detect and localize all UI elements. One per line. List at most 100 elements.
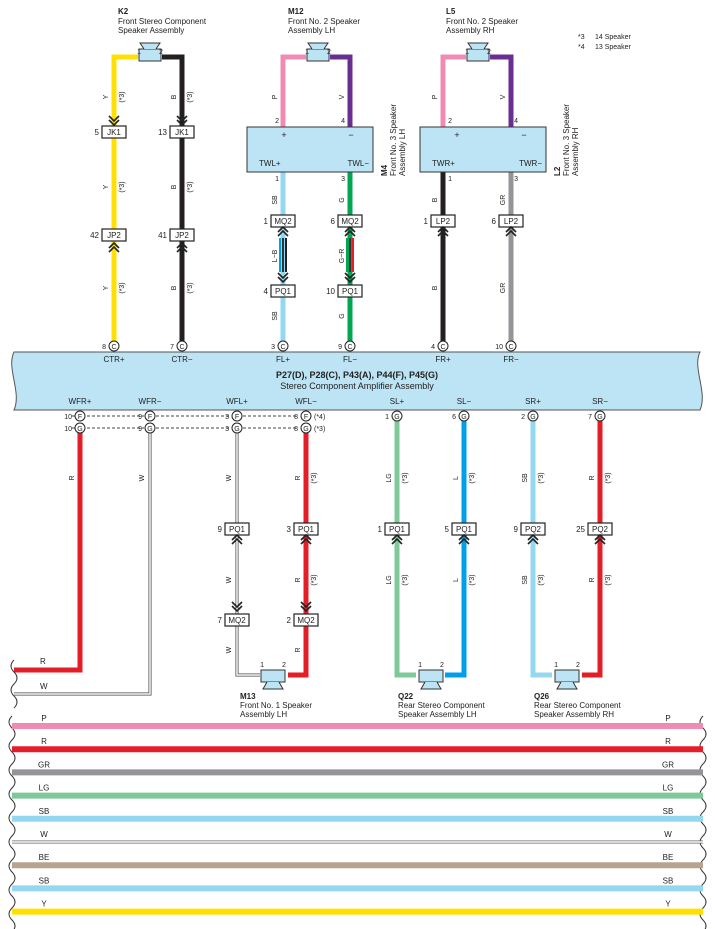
connector-pin: 1 xyxy=(424,217,429,226)
cable-label-left: SB xyxy=(39,876,50,885)
chevron-up xyxy=(108,241,120,253)
connector-name: JP2 xyxy=(175,231,189,240)
speaker-name: Front No. 1 Speaker xyxy=(240,701,312,710)
amplifier-pin-num: 7 xyxy=(588,414,592,421)
speaker-name: Front No. 2 Speaker xyxy=(446,17,518,26)
amplifier-pin-conn: F xyxy=(304,414,308,421)
connector-name: JK1 xyxy=(175,128,189,137)
chevron-down xyxy=(344,272,356,284)
speaker-pin-1: 1 xyxy=(465,49,469,56)
cable-label-left: Y xyxy=(41,900,47,909)
wire-color-label: L xyxy=(453,476,460,480)
connector-name: PQ1 xyxy=(275,287,292,296)
chevron-up xyxy=(527,533,539,545)
amplifier-pin xyxy=(231,422,243,434)
connector-pq2_a: PQ2 9 xyxy=(514,522,546,536)
speaker-pin-1: 1 xyxy=(418,662,422,669)
wire-color-label: R xyxy=(295,577,302,582)
wire-sr-sb xyxy=(530,418,552,678)
amplifier-pin-conn: G xyxy=(147,426,152,433)
chevron-up xyxy=(231,533,243,545)
speaker-name: Speaker Assembly LH xyxy=(398,710,477,719)
wire-sr-r xyxy=(582,418,603,678)
wave-break-left xyxy=(8,715,16,929)
connector-pin: 41 xyxy=(158,231,167,240)
cable-label-right: R xyxy=(665,737,671,746)
amplifier-pin-label: WFL+ xyxy=(226,397,248,406)
amplifier-pin-conn: F xyxy=(235,414,239,421)
component-code: L2 xyxy=(553,166,562,176)
chevron-up xyxy=(300,533,312,545)
connector-mq2_d-box xyxy=(293,613,319,627)
speaker-pin-2: 2 xyxy=(282,662,286,669)
wire-color-label: SB xyxy=(522,575,529,585)
wire-color-label: R xyxy=(295,647,302,652)
amplifier-pin-num: 3 xyxy=(225,414,229,421)
wire-color-label: SB xyxy=(272,311,279,321)
speaker-pin-2: 2 xyxy=(327,49,331,56)
wire-color-label: V xyxy=(339,94,346,99)
amplifier-pin xyxy=(527,410,539,422)
connector-name: PQ1 xyxy=(229,525,246,534)
connector-name: PQ2 xyxy=(525,525,542,534)
speaker-code: M12 xyxy=(288,7,304,16)
amplifier-pin-conn: G xyxy=(394,414,399,421)
speaker-q26-body xyxy=(554,669,580,683)
terminal-label: TWL+ xyxy=(259,159,281,168)
pin-note: (*3) xyxy=(314,426,325,433)
amplifier-pin xyxy=(391,410,403,422)
legend-text: 13 Speaker xyxy=(595,44,631,51)
connector-name: PQ1 xyxy=(342,287,359,296)
wire-color-label: LG xyxy=(386,473,393,482)
chevron-up xyxy=(344,225,356,237)
amplifier-pin xyxy=(144,410,156,422)
amplifier-pin-conn: G xyxy=(303,426,308,433)
wire-color-label: G xyxy=(339,313,346,318)
connector-pin: 9 xyxy=(514,525,519,534)
cable-label-left: W xyxy=(40,830,48,839)
speaker-code: Q22 xyxy=(398,692,414,701)
wire-color-label: B xyxy=(171,184,178,189)
amplifier-pin xyxy=(594,410,606,422)
connector-pin: 5 xyxy=(95,128,100,137)
wire-color-label: SB xyxy=(272,195,279,205)
terminal-plus: + xyxy=(281,130,286,140)
speaker-name: Rear Stereo Component xyxy=(534,701,621,710)
amplifier-pin-conn: F xyxy=(78,414,82,421)
amplifier-pin-conn: C xyxy=(111,344,116,351)
amplifier-pin xyxy=(458,410,470,422)
speaker-name: Speaker Assembly RH xyxy=(534,710,614,719)
amplifier-pin-label: FR− xyxy=(503,355,519,364)
amplifier-pin-num: 6 xyxy=(452,414,456,421)
connector-pin: 6 xyxy=(331,217,336,226)
amplifier-pin-conn: C xyxy=(440,344,445,351)
speaker-code: L5 xyxy=(446,7,456,16)
connector-lp2_a: LP2 1 xyxy=(424,214,456,228)
wire-color-label: (*3) xyxy=(402,574,409,585)
amplifier-pin-num: 8 xyxy=(102,344,106,351)
connector-name: PQ1 xyxy=(389,525,406,534)
connector-jp2_l-box xyxy=(101,228,127,242)
chevron-up xyxy=(437,225,449,237)
connector-pq1_a-box xyxy=(270,284,296,298)
connector-pin: 1 xyxy=(264,217,269,226)
amplifier-pin xyxy=(108,340,120,352)
amplifier-pin xyxy=(505,340,517,352)
speaker-m13-cone xyxy=(262,681,284,690)
amplifier-pin-num: 8 xyxy=(294,426,298,433)
wire-color-label: GR xyxy=(500,195,507,206)
connector-name: LP2 xyxy=(436,217,451,226)
amplifier-pin-label: CTR− xyxy=(171,355,192,364)
cable-label-right: LG xyxy=(663,784,674,793)
wire-color-label: (*3) xyxy=(469,472,476,483)
speaker-name: Assembly RH xyxy=(446,26,495,35)
